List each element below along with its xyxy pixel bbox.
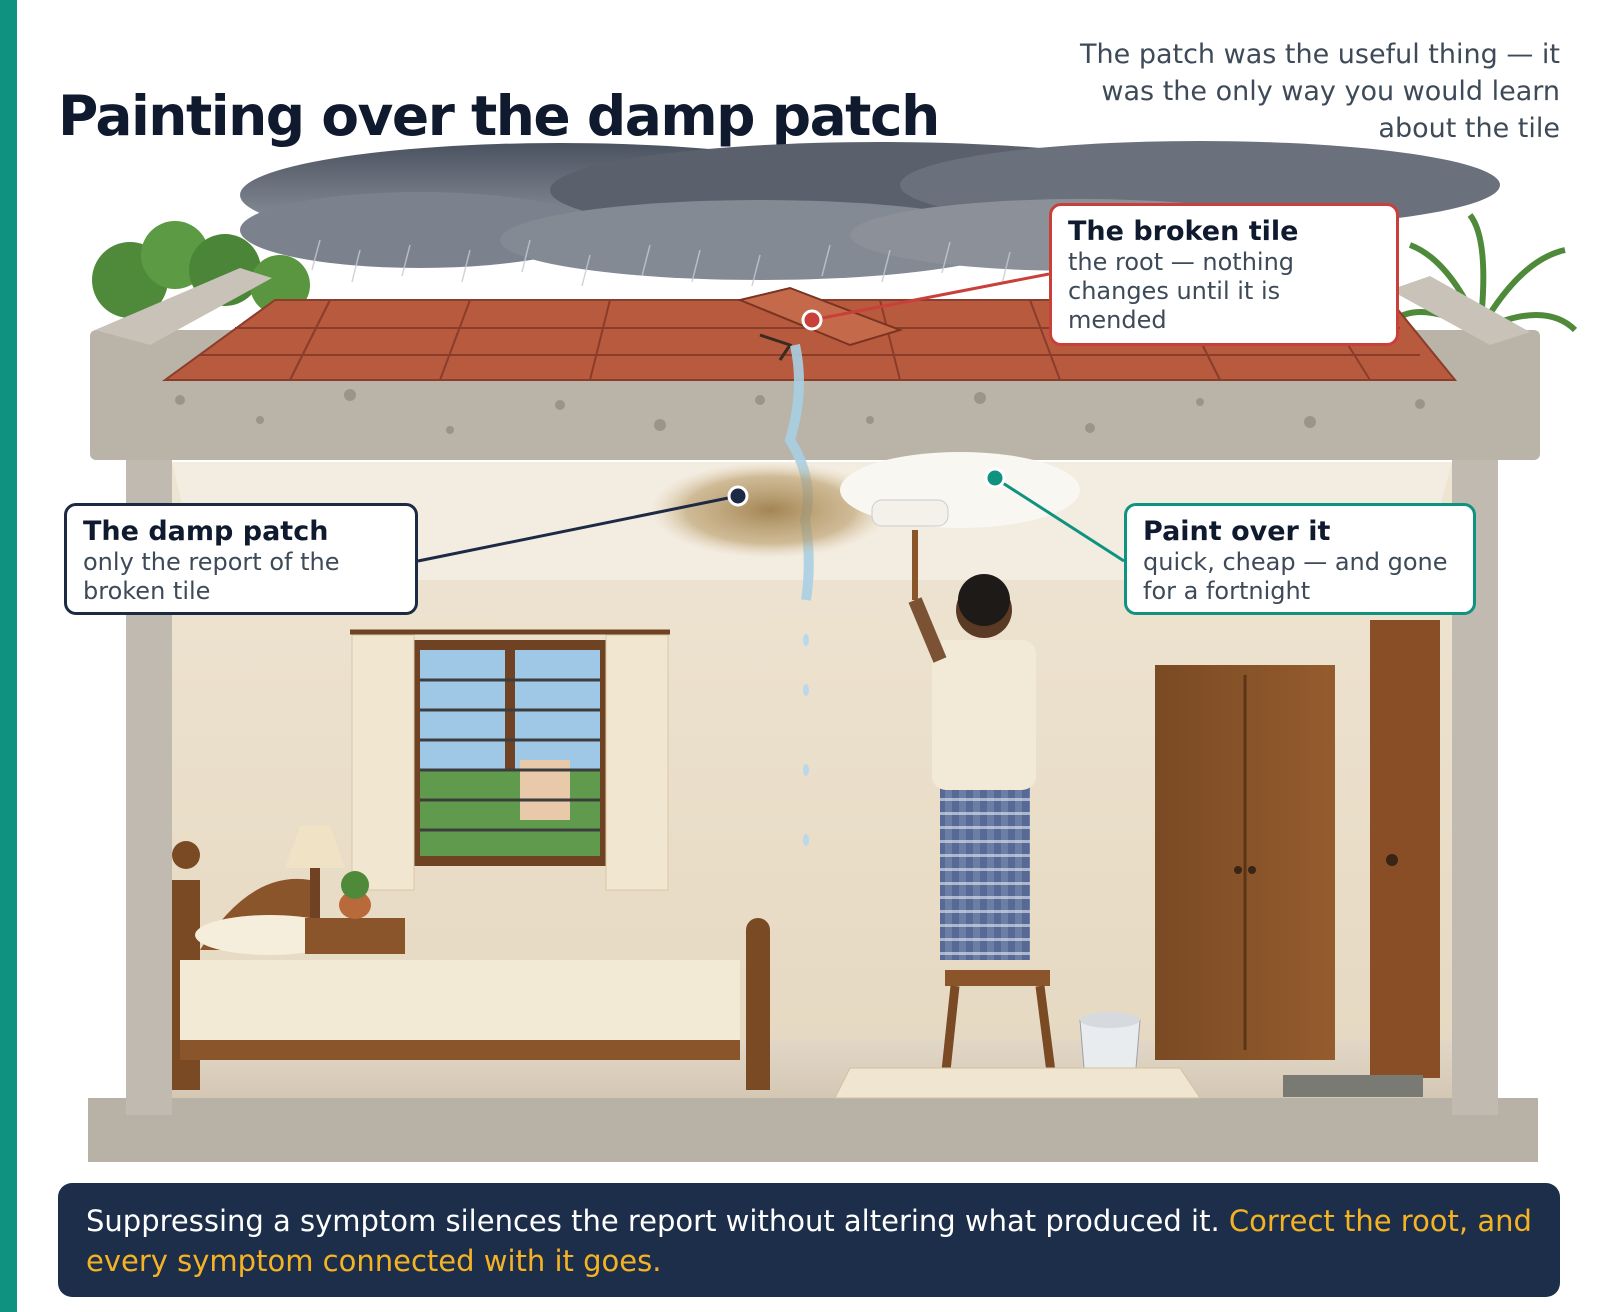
window [350, 629, 670, 891]
callout-broken-tile: The broken tile the root — nothing chang… [1049, 203, 1399, 346]
callout-paint-over: Paint over it quick, cheap — and gone fo… [1124, 503, 1476, 615]
parapet-left [95, 268, 272, 345]
callout-leaders [417, 272, 1125, 563]
paint-bucket [1079, 1012, 1141, 1081]
page-subtitle: The patch was the useful thing — it was … [1080, 39, 1560, 144]
callout-broken-tile-desc: the root — nothing changes until it is m… [1068, 248, 1295, 334]
callout-broken-tile-title: The broken tile [1068, 216, 1299, 247]
marker-broken-tile [801, 309, 823, 331]
marker-damp-patch [727, 485, 749, 507]
wardrobe [1155, 665, 1335, 1060]
left-accent-bar [0, 0, 17, 1312]
doormat [1283, 1075, 1423, 1097]
bed [172, 841, 770, 1090]
rug [834, 1067, 1201, 1099]
man-painting-ceiling [871, 499, 1057, 1081]
summary-text: Suppressing a symptom silences the repor… [86, 1204, 1229, 1238]
callout-paint-over-title: Paint over it [1143, 516, 1331, 547]
door [1370, 620, 1440, 1078]
callout-damp-patch: The damp patch only the report of the br… [64, 503, 418, 615]
summary-highlight: Correct the root, and every symptom conn… [86, 1204, 1532, 1278]
summary-banner: Suppressing a symptom silences the repor… [58, 1183, 1560, 1297]
page-title: Painting over the damp patch [58, 84, 940, 148]
damp-patch-stain [650, 462, 890, 558]
nightstand-with-lamp [285, 826, 405, 954]
callout-damp-patch-title: The damp patch [83, 516, 329, 547]
floor-slab [88, 1098, 1538, 1162]
parapet-right [1390, 276, 1530, 345]
marker-paint [984, 467, 1006, 489]
callout-paint-over-desc: quick, cheap — and gone for a fortnight [1143, 548, 1448, 605]
water-drops [803, 634, 809, 846]
callout-damp-patch-desc: only the report of the broken tile [83, 548, 340, 605]
